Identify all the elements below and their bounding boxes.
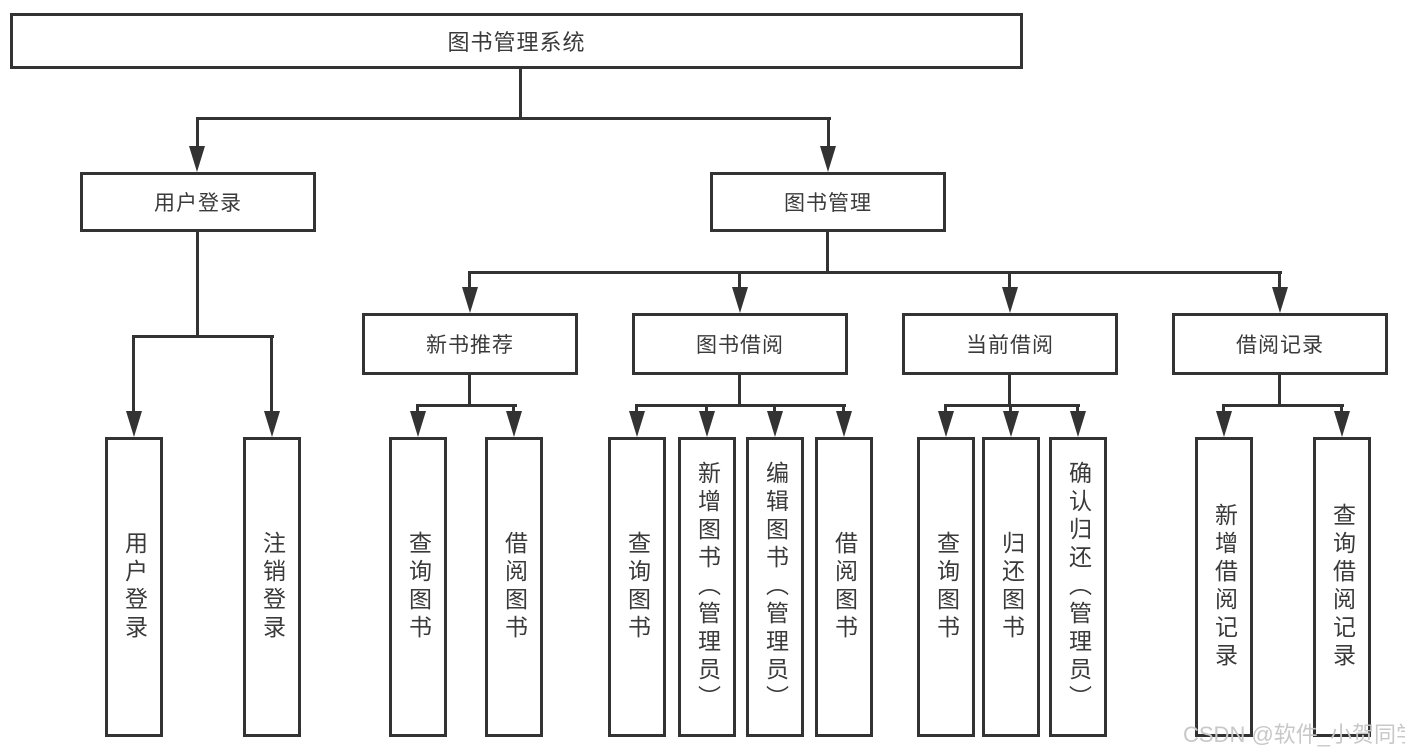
connector-bookborrow-stub [738, 375, 741, 407]
arrow-down-icon [629, 411, 645, 437]
connector-shaft [196, 117, 199, 152]
arrow-down-icon [410, 411, 426, 437]
node-current-borrow-label: 当前借阅 [966, 334, 1054, 357]
connector-bookmgmt-branch [468, 271, 1282, 274]
arrow-down-icon [264, 411, 280, 437]
node-new-book-recommend: 新书推荐 [362, 313, 578, 375]
connector-shaft [635, 404, 638, 417]
arrow-down-icon [506, 411, 522, 437]
arrow-down-icon [836, 411, 852, 437]
connector-shaft [132, 335, 135, 417]
connector-userlogin-stub [196, 232, 199, 338]
leaf-query-books-borrow: 查询图书 [608, 437, 666, 737]
arrow-down-icon [1216, 411, 1232, 437]
arrow-down-icon [462, 287, 478, 313]
node-current-borrow: 当前借阅 [902, 313, 1118, 375]
connector-records-stub [1278, 375, 1281, 407]
leaf-query-borrow-record: 查询借阅记录 [1313, 437, 1371, 737]
arrow-down-icon [1070, 411, 1086, 437]
leaf-edit-books-admin: 编辑图书（管理员） [746, 437, 804, 737]
connector-root-stub [519, 69, 522, 120]
arrow-down-icon [189, 146, 205, 172]
leaf-add-borrow-record: 新增借阅记录 [1195, 437, 1253, 737]
leaf-confirm-return-admin: 确认归还（管理员） [1049, 437, 1107, 737]
csdn-watermark: CSDN @软件_小贺同学 [1183, 722, 1405, 747]
connector-bookborrow-branch [635, 404, 846, 407]
arrow-down-icon [767, 411, 783, 437]
connector-userlogin-branch [132, 335, 274, 338]
leaf-return-books: 归还图书 [982, 437, 1040, 737]
connector-shaft [1076, 404, 1079, 417]
node-book-management: 图书管理 [710, 172, 946, 232]
node-book-borrow-label: 图书借阅 [696, 334, 784, 357]
leaf-query-books-recommend: 查询图书 [389, 437, 447, 737]
connector-shaft [827, 117, 830, 152]
connector-shaft [468, 271, 471, 293]
leaf-user-login: 用户登录 [105, 437, 163, 737]
connector-shaft [738, 271, 741, 293]
arrow-down-icon [1334, 411, 1350, 437]
connector-currentborrow-branch [944, 404, 1080, 407]
arrow-down-icon [699, 411, 715, 437]
connector-shaft [1222, 404, 1225, 417]
node-book-borrow: 图书借阅 [632, 313, 848, 375]
node-book-management-label: 图书管理 [784, 192, 872, 215]
arrow-down-icon [1002, 287, 1018, 313]
connector-newbook-stub [468, 375, 471, 407]
node-user-login: 用户登录 [80, 172, 316, 232]
node-user-login-label: 用户登录 [154, 192, 242, 215]
connector-root-branch [196, 117, 831, 120]
connector-shaft [1340, 404, 1343, 417]
arrow-down-icon [820, 146, 836, 172]
connector-shaft [842, 404, 845, 417]
arrow-down-icon [1272, 287, 1288, 313]
connector-shaft [1278, 271, 1281, 293]
leaf-borrow-books: 借阅图书 [815, 437, 873, 737]
arrow-down-icon [1003, 411, 1019, 437]
node-borrow-records: 借阅记录 [1172, 313, 1388, 375]
connector-shaft [1009, 404, 1012, 417]
connector-shaft [773, 404, 776, 417]
arrow-down-icon [126, 411, 142, 437]
arrow-down-icon [732, 287, 748, 313]
connector-shaft [705, 404, 708, 417]
leaf-logout: 注销登录 [243, 437, 301, 737]
connector-shaft [1008, 271, 1011, 293]
connector-shaft [512, 404, 515, 417]
leaf-add-books-admin: 新增图书（管理员） [678, 437, 736, 737]
connector-newbook-branch [416, 404, 517, 407]
connector-bookmgmt-stub [826, 232, 829, 273]
connector-shaft [944, 404, 947, 417]
connector-shaft [270, 335, 273, 417]
leaf-borrow-books-recommend: 借阅图书 [485, 437, 543, 737]
arrow-down-icon [938, 411, 954, 437]
connector-currentborrow-stub [1008, 375, 1011, 407]
node-new-book-recommend-label: 新书推荐 [426, 334, 514, 357]
leaf-query-books-current: 查询图书 [917, 437, 975, 737]
node-borrow-records-label: 借阅记录 [1236, 334, 1324, 357]
node-root-label: 图书管理系统 [447, 30, 586, 55]
connector-records-branch [1222, 404, 1344, 407]
connector-shaft [416, 404, 419, 417]
node-root: 图书管理系统 [10, 13, 1023, 69]
